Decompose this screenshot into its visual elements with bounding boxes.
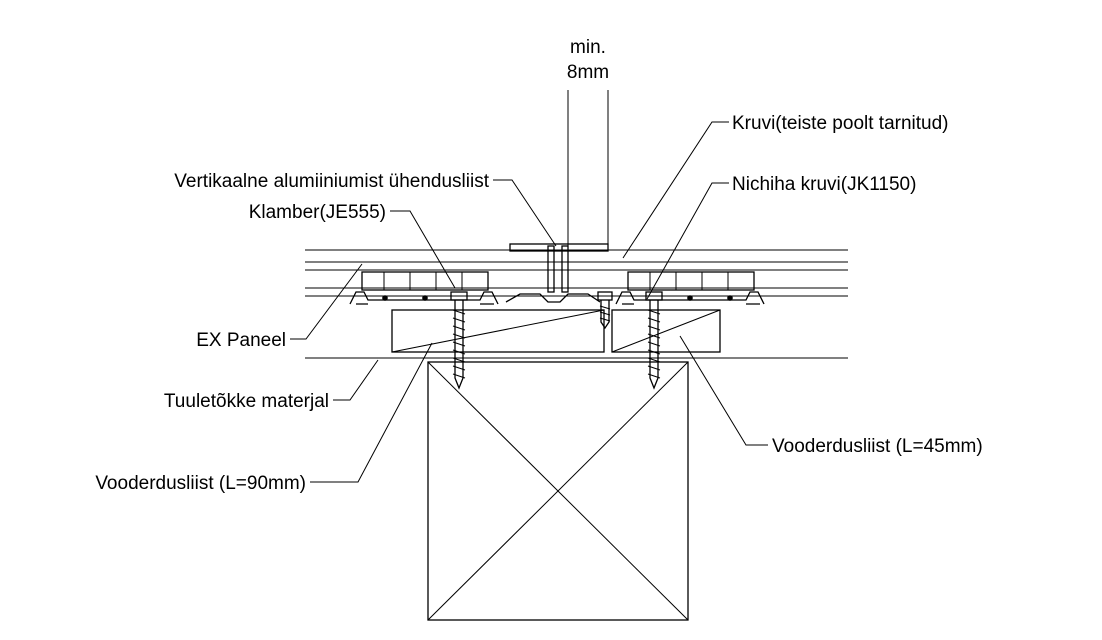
screw-third-party-label: Kruvi(teiste poolt tarnitud)	[732, 113, 949, 134]
clamp-label: Klamber(JE555)	[249, 202, 386, 223]
gap-label: 8mm	[567, 62, 609, 83]
clamp-right	[615, 271, 765, 305]
callout-labels: min. 8mm Kruvi(teiste poolt tarnitud) Ve…	[95, 37, 982, 494]
ex-panel	[305, 249, 848, 297]
panel-label: EX Paneel	[196, 330, 286, 351]
vertical-joint-label: Vertikaalne alumiiniumist ühendusliist	[174, 171, 489, 192]
leader-lines	[290, 121, 768, 483]
batten-90-label: Vooderdusliist (L=90mm)	[95, 473, 306, 494]
min-label: min.	[570, 37, 606, 58]
batten-45	[611, 309, 721, 353]
vertical-joint-strip	[505, 243, 609, 303]
nichiha-screw-right	[645, 291, 663, 390]
gap-dimension	[567, 90, 609, 250]
batten-45-label: Vooderdusliist (L=45mm)	[772, 436, 983, 457]
timber-stud	[427, 361, 689, 621]
clamp-left	[349, 271, 499, 305]
third-party-screw	[597, 291, 613, 330]
batten-90	[391, 309, 605, 353]
nichiha-screw-label: Nichiha kruvi(JK1150)	[732, 174, 916, 195]
wind-barrier-label: Tuuletõkke materjal	[164, 391, 329, 412]
